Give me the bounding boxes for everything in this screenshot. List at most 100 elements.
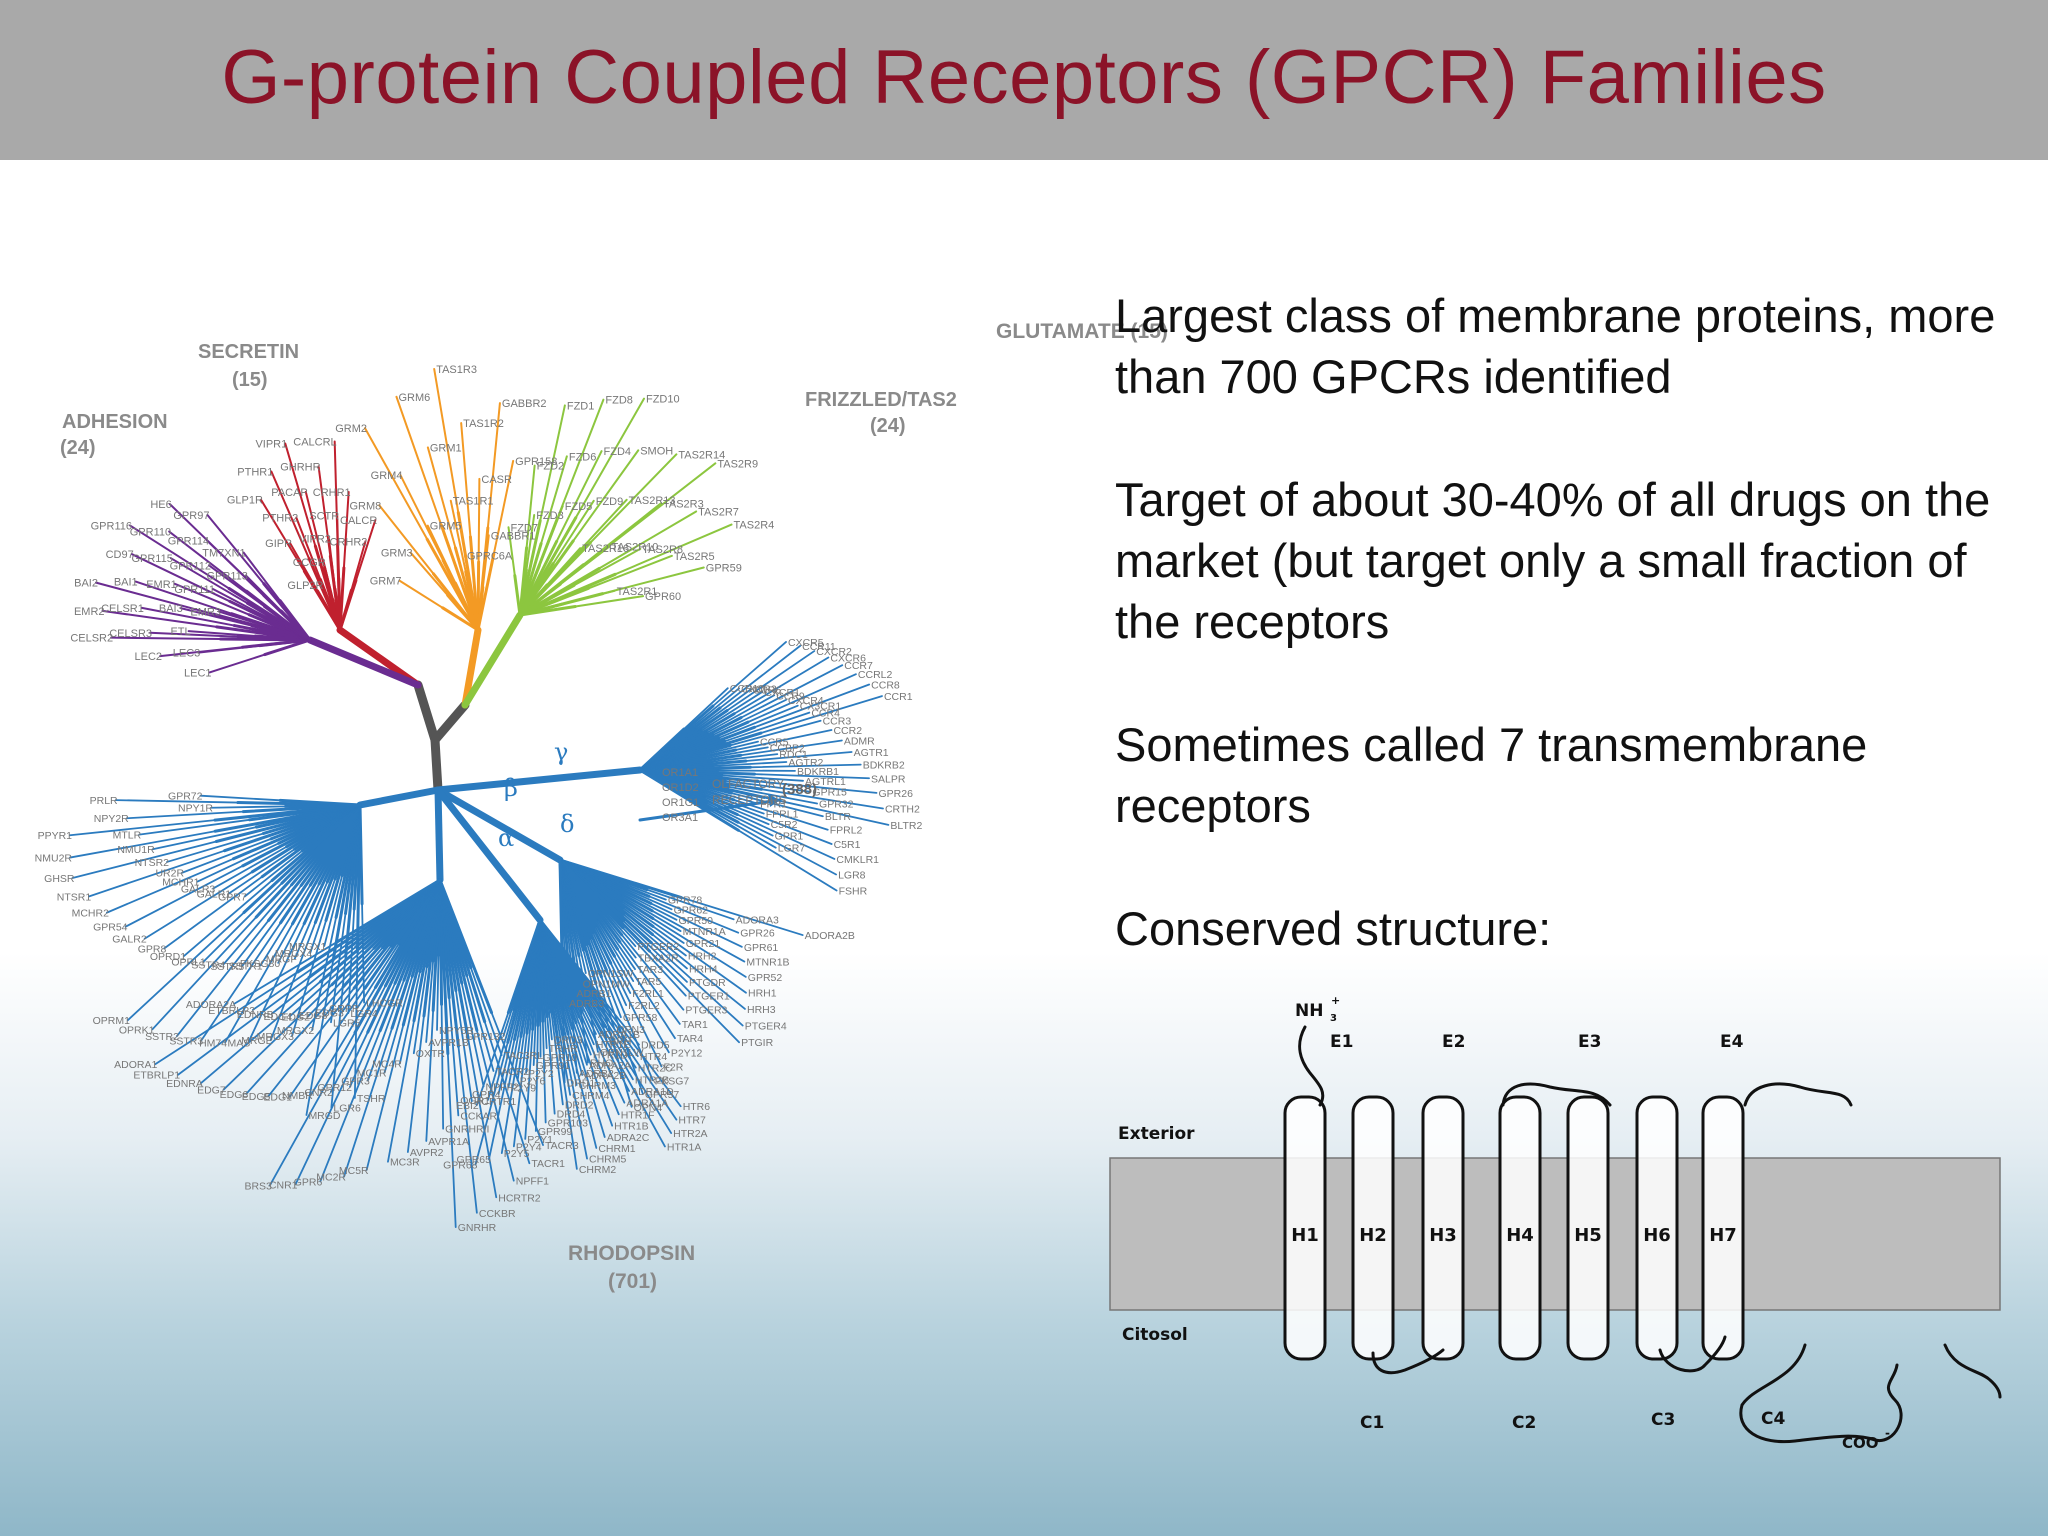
leaf-label-adhesion: CELSR2 (70, 633, 113, 645)
leaf-label-frizzled: TAS2R3 (663, 498, 704, 510)
loop-path (1298, 1025, 2002, 1444)
leaf-branch-frizzled (555, 450, 603, 543)
leaf-branch-rhodopsin (706, 807, 777, 849)
tree-trunk (413, 680, 440, 745)
leaf-label-rhodopsin: HTR1B (614, 1121, 648, 1133)
leaf-branch-rhodopsin (729, 719, 822, 747)
loop-c3-label: C3 (1651, 1410, 1675, 1430)
leaf-branch-rhodopsin (737, 821, 838, 876)
leaf-branch-rhodopsin (651, 917, 747, 978)
leaf-branch-rhodopsin (740, 664, 844, 719)
leaf-branch-rhodopsin (524, 1028, 534, 1140)
leaf-label-secretin: PTHR2 (262, 513, 298, 525)
leaf-branch-rhodopsin (448, 996, 460, 1117)
leaf-branch-rhodopsin (294, 1031, 369, 1186)
leaf-label-rhodopsin: TBXA2R (638, 953, 679, 965)
leaf-label-rhodopsin: FKSG7 (655, 1075, 690, 1087)
leaf-label-rhodopsin: MTLR (113, 830, 142, 842)
leaf-label-rhodopsin: TACR2 (495, 1066, 529, 1078)
branch-adhesion (245, 577, 312, 642)
leaf-label-adhesion: GPR113 (206, 570, 247, 582)
leaf-label-rhodopsin: EDG3 (315, 1007, 344, 1019)
leaf-branch-rhodopsin (596, 907, 637, 959)
helix-label: H3 (1429, 1225, 1457, 1246)
leaf-branch-rhodopsin (475, 1011, 510, 1106)
leaf-label-rhodopsin: DRD4 (557, 1109, 586, 1121)
olfactory-code: OR3A1 (662, 812, 698, 824)
leaf-branch-frizzled (574, 397, 645, 519)
leaf-label-glutamate: CASR (481, 474, 512, 486)
leaf-branch-secretin (270, 470, 311, 560)
leaf-label-adhesion: TM7XN1 (202, 548, 245, 560)
leaf-label-rhodopsin: DRD2 (565, 1099, 594, 1111)
leaf-label-adhesion: LEC3 (173, 648, 201, 660)
leaf-branch-rhodopsin (586, 943, 616, 1030)
family-trunk-glutamate (461, 626, 482, 709)
branch-rhodopsin (335, 878, 442, 944)
leaf-branch-rhodopsin (648, 950, 740, 1044)
leaf-label-glutamate: TAS1R1 (453, 496, 494, 508)
branch-frizzled (518, 592, 605, 617)
leaf-branch-rhodopsin (620, 900, 685, 944)
leaf-label-rhodopsin: ADRA2B (584, 1070, 626, 1082)
leaf-branch-adhesion (149, 631, 240, 638)
leaf-branch-rhodopsin (757, 780, 878, 794)
leaf-branch-rhodopsin (252, 944, 348, 1011)
leaf-label-rhodopsin: CCR6 (753, 685, 782, 697)
leaf-branch-rhodopsin (575, 1021, 614, 1127)
leaf-branch-rhodopsin (319, 1029, 382, 1183)
leaf-label-rhodopsin: GALR2 (112, 934, 147, 946)
exterior-label: Exterior (1118, 1124, 1195, 1144)
leaf-label-rhodopsin: P2Y6 (520, 1075, 546, 1087)
leaf-branch-rhodopsin (622, 906, 687, 957)
leaf-label-adhesion: CELSR3 (109, 628, 152, 640)
leaf-branch-rhodopsin (323, 874, 344, 947)
leaf-branch-rhodopsin (465, 974, 495, 1072)
leaf-label-rhodopsin: GPR78 (668, 895, 703, 907)
helix-h5 (1566, 1095, 1610, 1361)
leaf-branch-rhodopsin (578, 1016, 620, 1116)
rhodopsin-hub-trunk (434, 786, 564, 864)
leaf-label-rhodopsin: F2R (663, 1061, 683, 1073)
leaf-branch-rhodopsin (648, 895, 740, 934)
n-terminus-superscript: + (1331, 994, 1340, 1007)
leaf-branch-rhodopsin (151, 826, 258, 851)
branch-glutamate (476, 552, 496, 632)
leaf-label-rhodopsin: AVPR1A (428, 1136, 469, 1148)
leaf-label-rhodopsin: GPR57 (645, 1089, 680, 1101)
leaf-label-secretin: VIPR2 (299, 534, 331, 546)
leaf-label-rhodopsin: PTGER4 (745, 1020, 787, 1032)
leaf-label-secretin: CRHR2 (330, 536, 368, 548)
leaf-label-rhodopsin: CCR10 (730, 683, 765, 695)
leaf-branch-rhodopsin (440, 1003, 445, 1130)
tree-branches (69, 368, 890, 1228)
leaf-branch-rhodopsin (289, 947, 366, 1017)
leaf-label-rhodopsin: MRGX3 (257, 1031, 295, 1043)
leaf-label-frizzled: FZD7 (510, 522, 538, 534)
leaf-label-frizzled: FZD2 (537, 461, 565, 473)
leaf-branch-rhodopsin (717, 704, 799, 739)
leaf-label-rhodopsin: ADRA2A (589, 1060, 631, 1072)
leaf-label-rhodopsin: CCR4 (811, 708, 840, 720)
leaf-branch-rhodopsin (532, 991, 538, 1066)
leaf-branch-rhodopsin (365, 1024, 405, 1171)
leaf-label-rhodopsin: CXCR2 (816, 646, 852, 658)
leaf-branch-adhesion (130, 553, 231, 603)
c-terminus-superscript: - (1885, 1426, 1890, 1440)
leaf-branch-rhodopsin (614, 883, 673, 911)
helix-h3 (1421, 1095, 1465, 1361)
leaf-label-adhesion: GPR114 (168, 536, 209, 548)
leaf-branch-rhodopsin (412, 965, 428, 1055)
leaf-branch-rhodopsin (596, 902, 637, 948)
leaf-branch-rhodopsin (619, 941, 681, 1025)
branch-glutamate (446, 593, 480, 632)
leaf-branch-rhodopsin (622, 920, 688, 983)
leaf-branch-rhodopsin (330, 984, 387, 1093)
bullet-drug-target: Target of about 30-40% of all drugs on t… (1115, 473, 1991, 648)
leaf-branch-adhesion (168, 530, 248, 593)
branch-rhodopsin (638, 768, 740, 832)
leaf-branch-rhodopsin (512, 1032, 528, 1148)
leaf-branch-rhodopsin (698, 785, 759, 805)
leaf-branch-rhodopsin (581, 1010, 626, 1104)
